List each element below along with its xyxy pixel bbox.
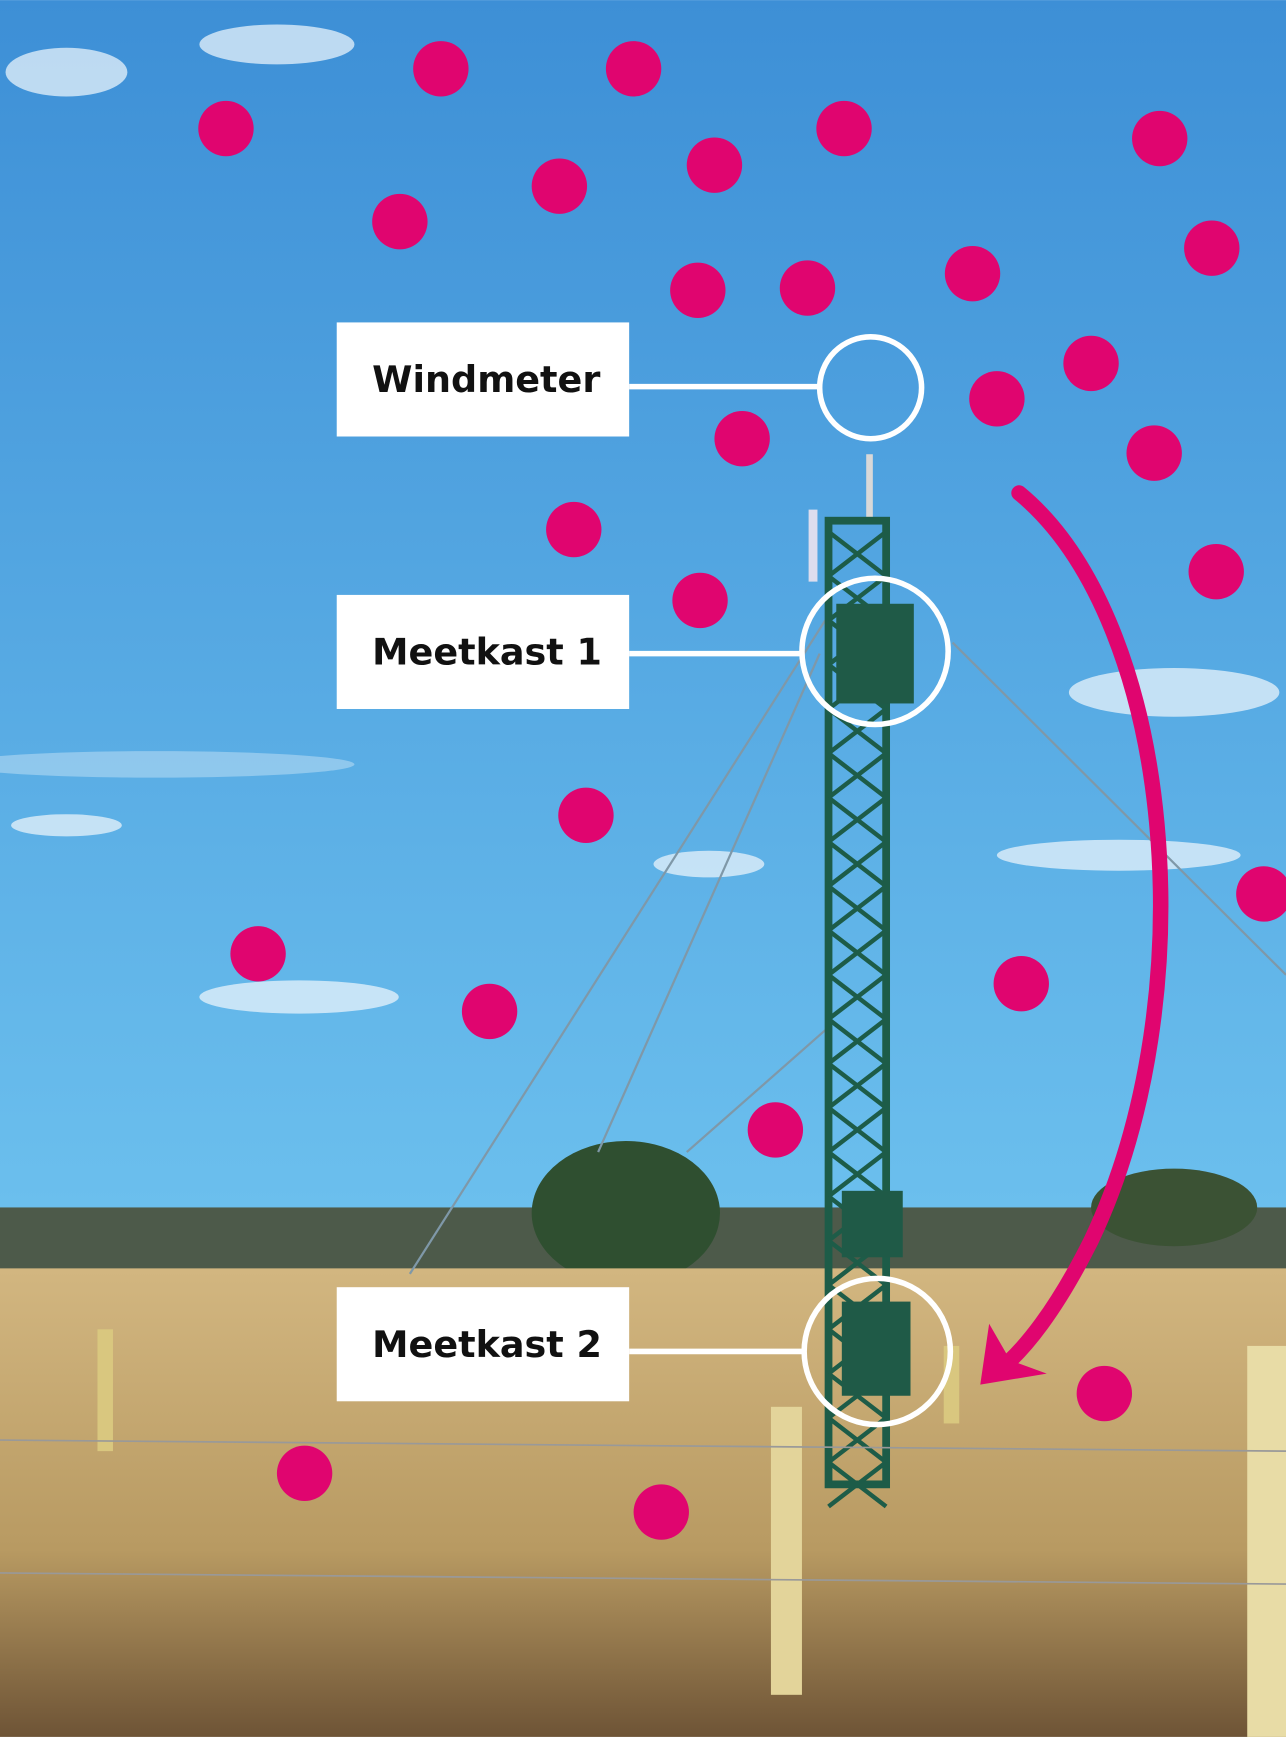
clouds: [0, 24, 1280, 1014]
pink-dot: [969, 371, 1025, 427]
pink-dot: [633, 1484, 689, 1540]
pink-dot: [1076, 1365, 1133, 1422]
pink-dot: [605, 41, 662, 97]
curved-arrow: [980, 485, 1169, 1385]
pink-dot: [747, 1102, 804, 1158]
guy-wires: [408, 619, 1286, 1275]
pink-dot: [1132, 110, 1188, 167]
tree: [531, 1140, 720, 1285]
pink-dot: [372, 193, 428, 250]
pink-dot: [993, 956, 1049, 1012]
callout-meetkast-2: Meetkast 2: [336, 1275, 954, 1428]
label-meetkast-1: Meetkast 1: [372, 631, 602, 674]
pink-dot: [1063, 335, 1119, 392]
label-meetkast-2: Meetkast 2: [372, 1323, 602, 1366]
callout-meetkast-1: Meetkast 1: [336, 575, 951, 728]
tree: [1091, 1168, 1258, 1247]
arrowhead-icon: [980, 1323, 1047, 1385]
pink-dot: [1188, 543, 1244, 600]
pink-dot: [461, 983, 518, 1040]
pink-dot: [1126, 425, 1182, 481]
sky: [0, 0, 1286, 1230]
pink-dot: [686, 137, 743, 193]
label-windmeter: Windmeter: [372, 358, 600, 401]
pink-dot: [531, 158, 588, 214]
pink-dot: [779, 260, 836, 316]
pink-dot: [816, 100, 872, 157]
pink-dot: [558, 787, 614, 844]
callout-windmeter: Windmeter: [336, 322, 925, 442]
pink-dot: [672, 572, 728, 629]
pink-dot: [944, 245, 1001, 302]
pink-dot: [276, 1445, 333, 1501]
pink-dot: [413, 41, 469, 97]
pink-dot: [1236, 866, 1286, 922]
pink-dot: [714, 411, 770, 467]
measurement-tower: [808, 454, 914, 1509]
pink-dot: [546, 501, 602, 558]
pink-dot: [230, 926, 286, 982]
fence: [0, 1329, 1286, 1737]
pink-dots: [198, 41, 1286, 1540]
pink-dot: [198, 100, 254, 157]
pink-dot: [1184, 220, 1240, 276]
pink-dot: [670, 262, 726, 318]
